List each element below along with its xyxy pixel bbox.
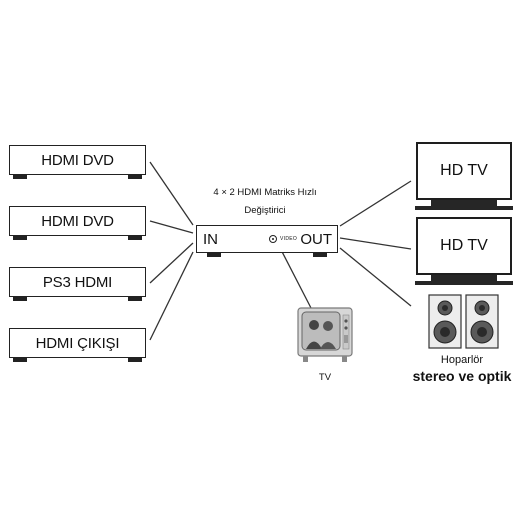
source-device-hdmi-dvd-2: HDMI DVD (9, 206, 146, 240)
link-src2-switch (149, 220, 194, 234)
link-src4-switch (149, 251, 194, 341)
link-switch-tv2 (339, 237, 412, 250)
tv-base-icon (415, 281, 513, 285)
switch-in-label: IN (203, 231, 218, 248)
switch-title-line2: Değiştirici (244, 205, 286, 216)
analog-tv-label: TV (318, 372, 332, 383)
link-src3-switch (149, 242, 194, 284)
link-switch-tv1 (339, 180, 412, 227)
source-label: HDMI ÇIKIŞI (35, 335, 120, 352)
source-device-hdmi-dvd-1: HDMI DVD (9, 145, 146, 179)
source-label: HDMI DVD (41, 213, 114, 230)
video-jack-icon (269, 235, 277, 243)
source-label: HDMI DVD (41, 152, 114, 169)
switch-title-line1: 4 × 2 HDMI Matriks Hızlı (213, 187, 317, 198)
analog-tv-icon (297, 307, 353, 362)
link-switch-speakers (339, 247, 412, 307)
source-device-ps3: PS3 HDMI (9, 267, 146, 301)
tv-base-icon (415, 206, 513, 210)
switch-out-label: OUT (300, 231, 332, 248)
tv-label: HD TV (440, 162, 488, 179)
speakers-icon (428, 294, 499, 349)
matrix-switch: IN VIDEO OUT (196, 225, 338, 257)
tv-stand-icon (431, 200, 497, 207)
tv-label: HD TV (440, 237, 488, 254)
tv-stand-icon (431, 275, 497, 282)
hd-tv-1: HD TV (416, 142, 512, 200)
source-label: PS3 HDMI (42, 274, 113, 291)
speakers-label-line1: Hoparlör (440, 354, 484, 366)
speakers-label: Hoparlör stereo ve optik (403, 354, 520, 384)
link-src1-switch (149, 161, 194, 226)
speakers-label-line2: stereo ve optik (412, 368, 512, 384)
hd-tv-2: HD TV (416, 217, 512, 275)
video-label: VIDEO (280, 236, 298, 242)
source-device-hdmi-output: HDMI ÇIKIŞI (9, 328, 146, 362)
